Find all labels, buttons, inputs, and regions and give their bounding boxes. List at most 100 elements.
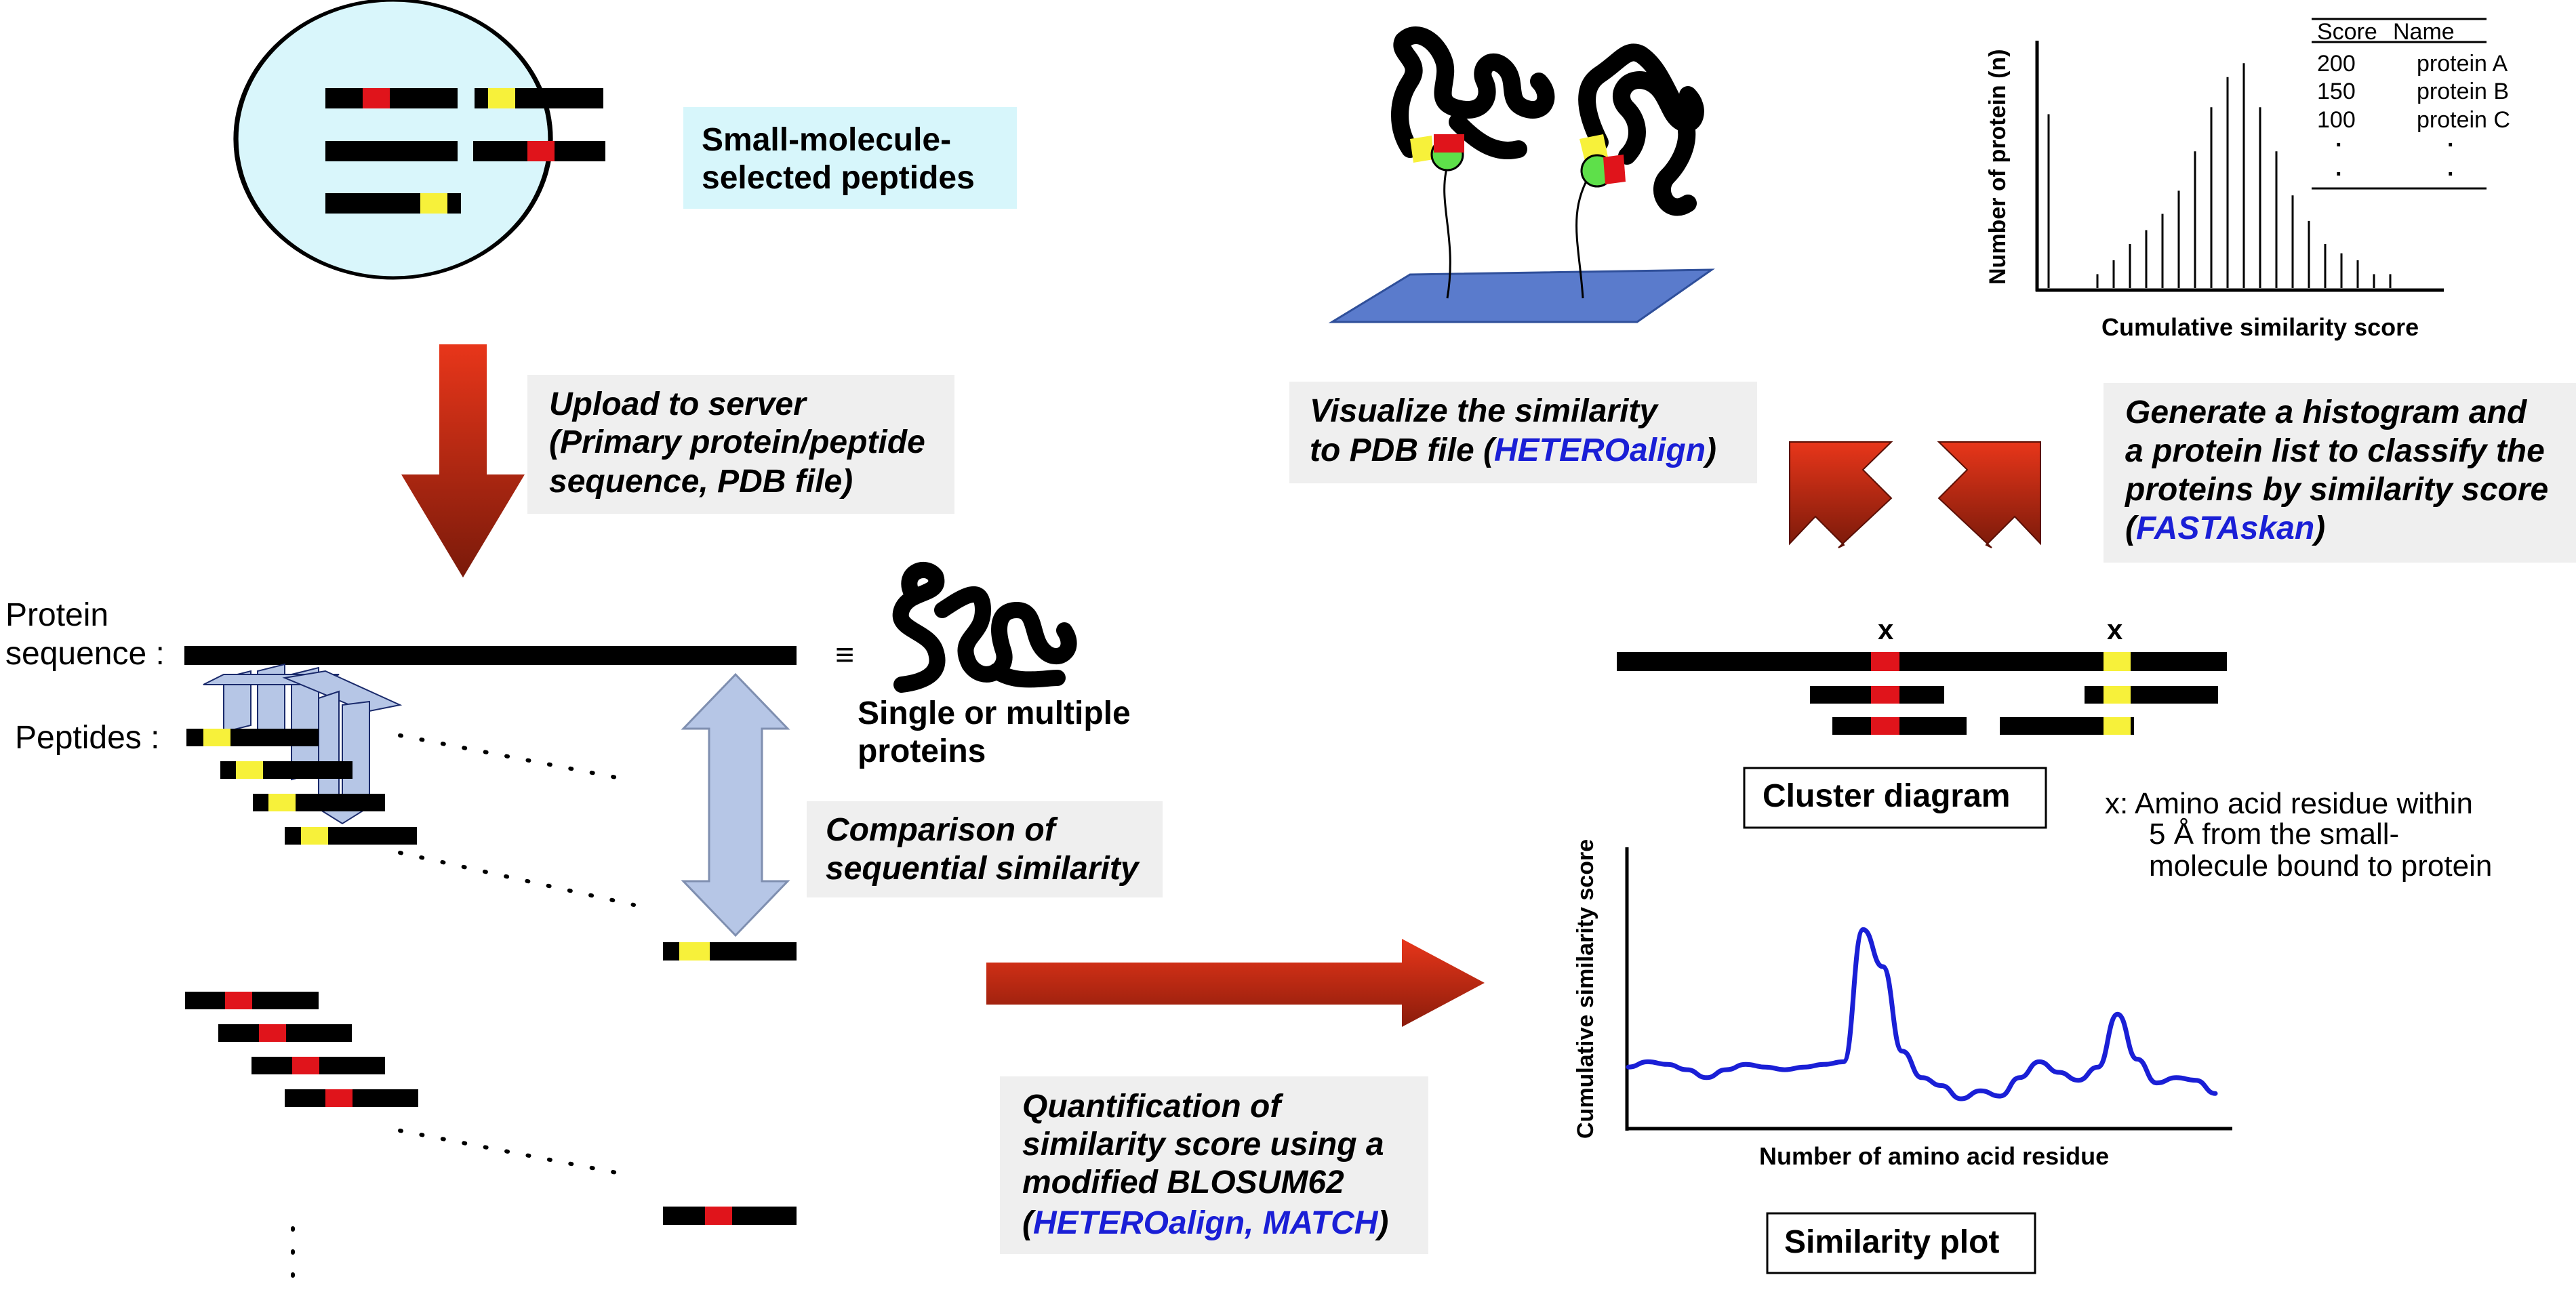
protein-sequence-bar: [1617, 652, 2227, 671]
caption-line: to PDB file (HETEROalign): [1310, 432, 1716, 468]
upload-caption: Upload to server (Primary protein/peptid…: [527, 375, 954, 514]
pdb-visualization: [1328, 26, 1715, 323]
caption-line: Generate a histogram and: [2125, 395, 2528, 430]
histogram-chart: Number of protein (n) Cumulative similar…: [1985, 18, 2510, 341]
yellow-residue: [1410, 136, 1434, 163]
peptides-label: Peptides :: [15, 720, 159, 756]
cluster-diagram-label: Cluster diagram: [1763, 778, 2010, 814]
red-residue: [225, 992, 252, 1009]
cluster-diagram-title: Cluster diagram: [1743, 767, 2047, 829]
yellow-residue: [679, 942, 710, 961]
yellow-residue: [268, 794, 296, 811]
similarity-plot-title: Similarity plot: [1766, 1212, 2036, 1274]
cluster-diagram-graphic: x x: [1617, 613, 2227, 735]
similarity-line: [1626, 927, 2218, 1101]
yellow-residue: [301, 827, 328, 845]
plot-y-label: Cumulative similarity score: [1573, 839, 1598, 1139]
note-line: x: Amino acid residue within: [2105, 787, 2473, 820]
protein-ribbon: [1391, 26, 1555, 158]
caption-line: sequential similarity: [826, 851, 1140, 887]
single-multiple-label: proteins: [858, 733, 986, 769]
red-residue: [1871, 686, 1899, 704]
yellow-residue: [2104, 652, 2131, 671]
equivalence-symbol: ≡: [835, 637, 854, 673]
table-cell-name: protein B: [2417, 79, 2509, 104]
score-table: Score Name 200 protein A 150 protein B 1…: [2312, 18, 2510, 190]
red-residue: [1603, 155, 1626, 184]
tool-link-heteroalign[interactable]: HETEROalign: [1494, 432, 1706, 468]
protein-ribbon: [1578, 43, 1697, 216]
red-residue: [527, 141, 555, 161]
paren: ): [2311, 510, 2325, 546]
caption-line: Quantification of: [1022, 1089, 1283, 1125]
ellipsis-dots: [398, 851, 636, 907]
comparison-double-arrow: [681, 672, 790, 937]
plot-x-label: Number of amino acid residue: [1759, 1142, 2109, 1170]
table-cell-ellipsis: ·: [2335, 161, 2343, 187]
visualize-caption: Visualize the similarity to PDB file (HE…: [1289, 382, 1757, 483]
yellow-residue: [203, 729, 230, 746]
table-cell-ellipsis: ·: [2447, 132, 2455, 158]
table-cell-name: protein A: [2417, 51, 2508, 77]
paren: (: [2125, 510, 2139, 546]
arrow-to-histogram: [1937, 441, 2041, 548]
histogram-bars: [2047, 63, 2392, 288]
quantification-caption: Quantification of similarity score using…: [1000, 1076, 1428, 1254]
table-cell-ellipsis: ·: [2335, 132, 2343, 158]
yellow-residue: [1579, 134, 1608, 161]
caption-line: (FASTAskan): [2125, 510, 2325, 546]
note-line: 5 Å from the small-: [2149, 817, 2399, 851]
single-multiple-label: Single or multiple: [858, 695, 1131, 731]
table-header-name: Name: [2393, 19, 2455, 45]
caption-line: modified BLOSUM62: [1022, 1165, 1344, 1200]
ellipsis-dots: [398, 1129, 636, 1178]
protein-structure-icon: [892, 561, 1077, 693]
protein-ribbon: [1449, 113, 1527, 159]
upload-arrow: [401, 344, 525, 578]
protein-sequence-bar: [184, 646, 797, 665]
caption-line: sequence, PDB file): [549, 464, 853, 500]
histogram-x-label: Cumulative similarity score: [2101, 313, 2419, 341]
red-residue: [1871, 717, 1899, 735]
comparison-caption: Comparison of sequential similarity: [807, 801, 1163, 897]
caption-line: a protein list to classify the: [2125, 433, 2545, 469]
tether-line: [1575, 169, 1594, 299]
paren: ): [1374, 1205, 1388, 1241]
histogram-y-label: Number of protein (n): [1985, 49, 2011, 285]
tether-line: [1443, 165, 1451, 299]
table-cell-score: 200: [2317, 51, 2356, 77]
surface-plane: [1328, 268, 1715, 323]
peptide-row-group-yellow: [186, 729, 797, 961]
x-marker: x: [2107, 613, 2123, 645]
peptide-bar: [325, 141, 458, 161]
selected-peptides-pool: [233, 0, 605, 280]
caption-line: Upload to server: [549, 386, 807, 422]
red-residue: [259, 1024, 286, 1042]
similarity-plot-label: Similarity plot: [1784, 1224, 1999, 1260]
similarity-plot-chart: Cumulative similarity score Number of am…: [1573, 839, 2232, 1170]
x-marker: x: [1878, 613, 1894, 645]
generate-caption: Generate a histogram and a protein list …: [2104, 383, 2576, 563]
caption-line: Visualize the similarity: [1310, 393, 1659, 429]
tool-link-heteroalign-match[interactable]: HETEROalign, MATCH: [1033, 1205, 1379, 1241]
tool-link-fastaskan[interactable]: FASTAskan: [2136, 510, 2314, 546]
caption-text: to PDB file (: [1310, 432, 1497, 468]
note-line: molecule bound to protein: [2149, 849, 2492, 883]
paren: ): [1702, 432, 1716, 468]
table-cell-name: protein C: [2417, 107, 2510, 133]
yellow-residue: [2104, 686, 2131, 704]
caption-line: similarity score using a: [1022, 1127, 1384, 1162]
red-residue: [1434, 134, 1464, 153]
caption-line: (HETEROalign, MATCH): [1022, 1205, 1388, 1241]
paren: (: [1022, 1205, 1037, 1241]
red-residue: [292, 1057, 319, 1074]
quantification-arrow: [986, 939, 1485, 1027]
peptide-bar: [325, 88, 458, 108]
yellow-residue: [488, 88, 515, 108]
yellow-residue: [420, 193, 447, 214]
protein-sequence-label: Protein: [5, 597, 108, 633]
table-cell-score: 100: [2317, 107, 2356, 133]
caption-line: selected peptides: [702, 160, 975, 196]
caption-line: (Primary protein/peptide: [549, 424, 925, 460]
